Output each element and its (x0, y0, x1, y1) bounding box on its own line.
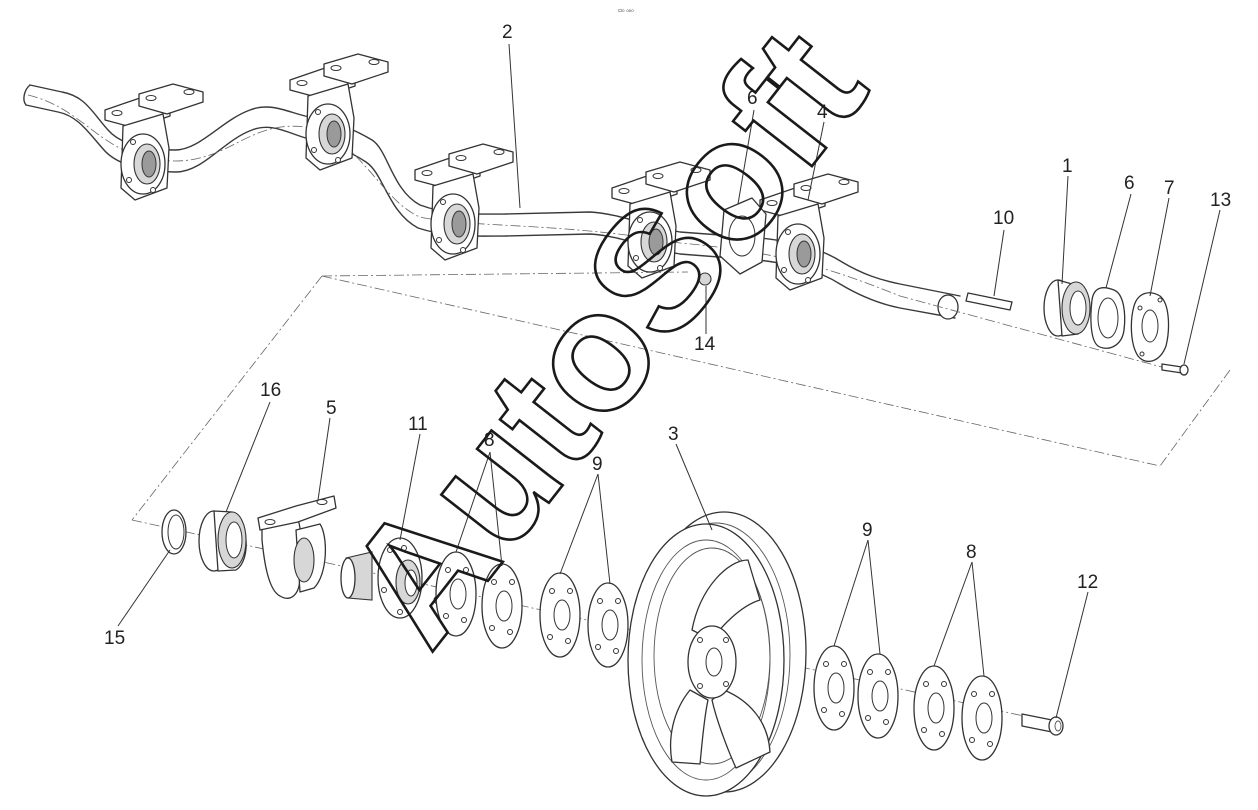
callout-7: 7 (1164, 178, 1175, 199)
bearing-housing-1 (104, 83, 204, 201)
callout-2: 2 (502, 22, 513, 43)
callout-10: 10 (993, 208, 1014, 229)
nut-part-14 (698, 272, 712, 286)
callout-8-right: 8 (966, 542, 977, 563)
callout-5: 5 (326, 398, 337, 419)
bearing-housing-2 (289, 53, 389, 171)
gasket-part-6 (1090, 287, 1126, 349)
shim-8-c (913, 665, 955, 751)
shim-9-d (857, 653, 899, 739)
callout-6-upper: 6 (747, 88, 758, 109)
callout-12: 12 (1077, 572, 1098, 593)
callout-15: 15 (104, 628, 125, 649)
leader-lines (117, 43, 1221, 719)
shim-8-d (961, 675, 1003, 761)
bolt-part-12 (1021, 713, 1064, 736)
key-part-10 (965, 292, 1013, 311)
callout-9-right: 9 (862, 520, 873, 541)
watermark: AutoSoft (309, 0, 900, 678)
gasket-upper (719, 197, 767, 275)
shim-9-a (539, 572, 581, 658)
callout-numbers: 2 6 4 1 10 6 7 13 14 16 5 11 8 9 3 9 8 1… (104, 22, 1231, 649)
callout-9-left: 9 (592, 454, 603, 475)
pulley-part-3 (627, 511, 807, 797)
support-part-5 (257, 495, 337, 599)
callout-4: 4 (817, 102, 828, 123)
callout-11: 11 (408, 414, 428, 435)
callout-6-right: 6 (1124, 173, 1135, 194)
shim-9-b (587, 582, 629, 668)
callout-3: 3 (668, 424, 679, 445)
callout-13: 13 (1210, 190, 1231, 211)
bearing-part-1 (1043, 279, 1091, 337)
shim-9-c (813, 645, 855, 731)
bolt-part-13 (1161, 363, 1189, 376)
callout-16: 16 (260, 380, 281, 401)
callout-14: 14 (694, 334, 716, 355)
bearing-part-16 (198, 510, 247, 572)
bearing-housing-3 (414, 143, 514, 261)
snap-ring-part-15 (161, 509, 187, 555)
top-mark: ▫₀ ₀₀₀ (618, 7, 634, 14)
cover-part-7 (1130, 292, 1170, 363)
callout-8-left: 8 (484, 430, 495, 451)
callout-1: 1 (1062, 156, 1073, 177)
